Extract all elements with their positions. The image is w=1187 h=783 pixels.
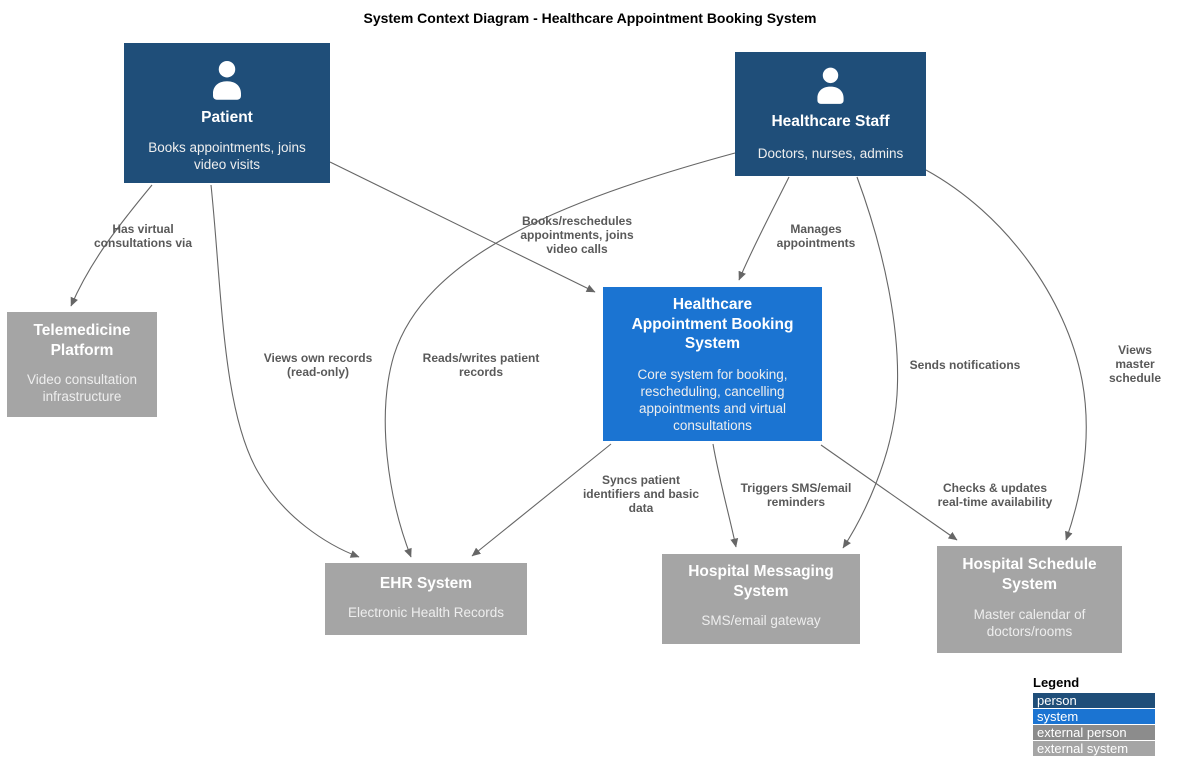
edge-label: Triggers SMS/email reminders	[740, 480, 852, 509]
node-healthcare-staff: Healthcare Staff Doctors, nurses, admins	[735, 52, 926, 176]
edge-label: Views master schedule	[1108, 342, 1162, 386]
edge-label: Reads/writes patient records	[422, 350, 540, 379]
node-title: EHR System	[379, 575, 473, 592]
node-description: Books appointments, joins video visits	[148, 139, 306, 172]
node-description: Doctors, nurses, admins	[757, 145, 904, 161]
edge-patient-to-booking	[329, 161, 596, 293]
edge-booking-to-ehr	[471, 443, 612, 557]
legend-item-external-person: external person	[1033, 725, 1155, 740]
edge-booking-to-schedule	[820, 444, 958, 541]
node-ehr-system: EHR System Electronic Health Records	[325, 563, 527, 635]
edge-staff-to-schedule	[925, 169, 1087, 541]
node-title: Hospital Schedule System	[962, 556, 1097, 593]
node-description: Master calendar of doctors/rooms	[973, 607, 1086, 640]
edge-patient-to-telemedicine	[70, 184, 153, 307]
person-icon	[213, 60, 241, 100]
edge-label: Manages appointments	[776, 221, 856, 250]
edge-label: Syncs patient identifiers and basic data	[582, 472, 700, 516]
node-description: Video consultation infrastructure	[26, 372, 138, 405]
edge-label: Books/reschedules appointments, joins vi…	[520, 213, 634, 257]
edge-label: Views own records (read-only)	[263, 350, 373, 379]
node-title: Patient	[201, 109, 253, 126]
edge-staff-to-messaging	[842, 176, 899, 549]
node-telemedicine-platform: Telemedicine Platform Video consultation…	[7, 312, 157, 417]
node-title: Healthcare Staff	[771, 113, 890, 130]
node-title: Telemedicine Platform	[33, 322, 131, 359]
node-hospital-messaging-system: Hospital Messaging System SMS/email gate…	[662, 554, 860, 644]
node-description: Electronic Health Records	[347, 604, 505, 620]
legend-item-external-system: external system	[1033, 741, 1155, 756]
edge-label: Checks & updates real-time availability	[937, 480, 1053, 509]
legend-item-person: person	[1033, 693, 1155, 708]
node-booking-system: Healthcare Appointment Booking System Co…	[603, 287, 822, 441]
node-patient: Patient Books appointments, joins video …	[124, 43, 330, 183]
node-title: Healthcare Appointment Booking System	[631, 296, 794, 353]
legend-item-system: system	[1033, 709, 1155, 724]
node-description: Core system for booking, rescheduling, c…	[637, 366, 788, 434]
legend-title: Legend	[1033, 675, 1080, 690]
legend: Legend person system external person ext…	[1033, 675, 1155, 757]
node-title: Hospital Messaging System	[688, 563, 834, 600]
edge-staff-to-ehr	[384, 152, 736, 558]
edge-booking-to-messaging	[712, 443, 739, 548]
edge-staff-to-booking	[738, 176, 790, 281]
node-hospital-schedule-system: Hospital Schedule System Master calendar…	[937, 546, 1122, 653]
person-icon	[817, 67, 844, 104]
edge-label: Has virtual consultations via	[93, 221, 193, 250]
node-description: SMS/email gateway	[701, 613, 821, 629]
diagram-title: System Context Diagram - Healthcare Appo…	[363, 10, 817, 26]
edge-label: Sends notifications	[909, 357, 1021, 372]
edge-patient-to-ehr	[210, 184, 360, 558]
